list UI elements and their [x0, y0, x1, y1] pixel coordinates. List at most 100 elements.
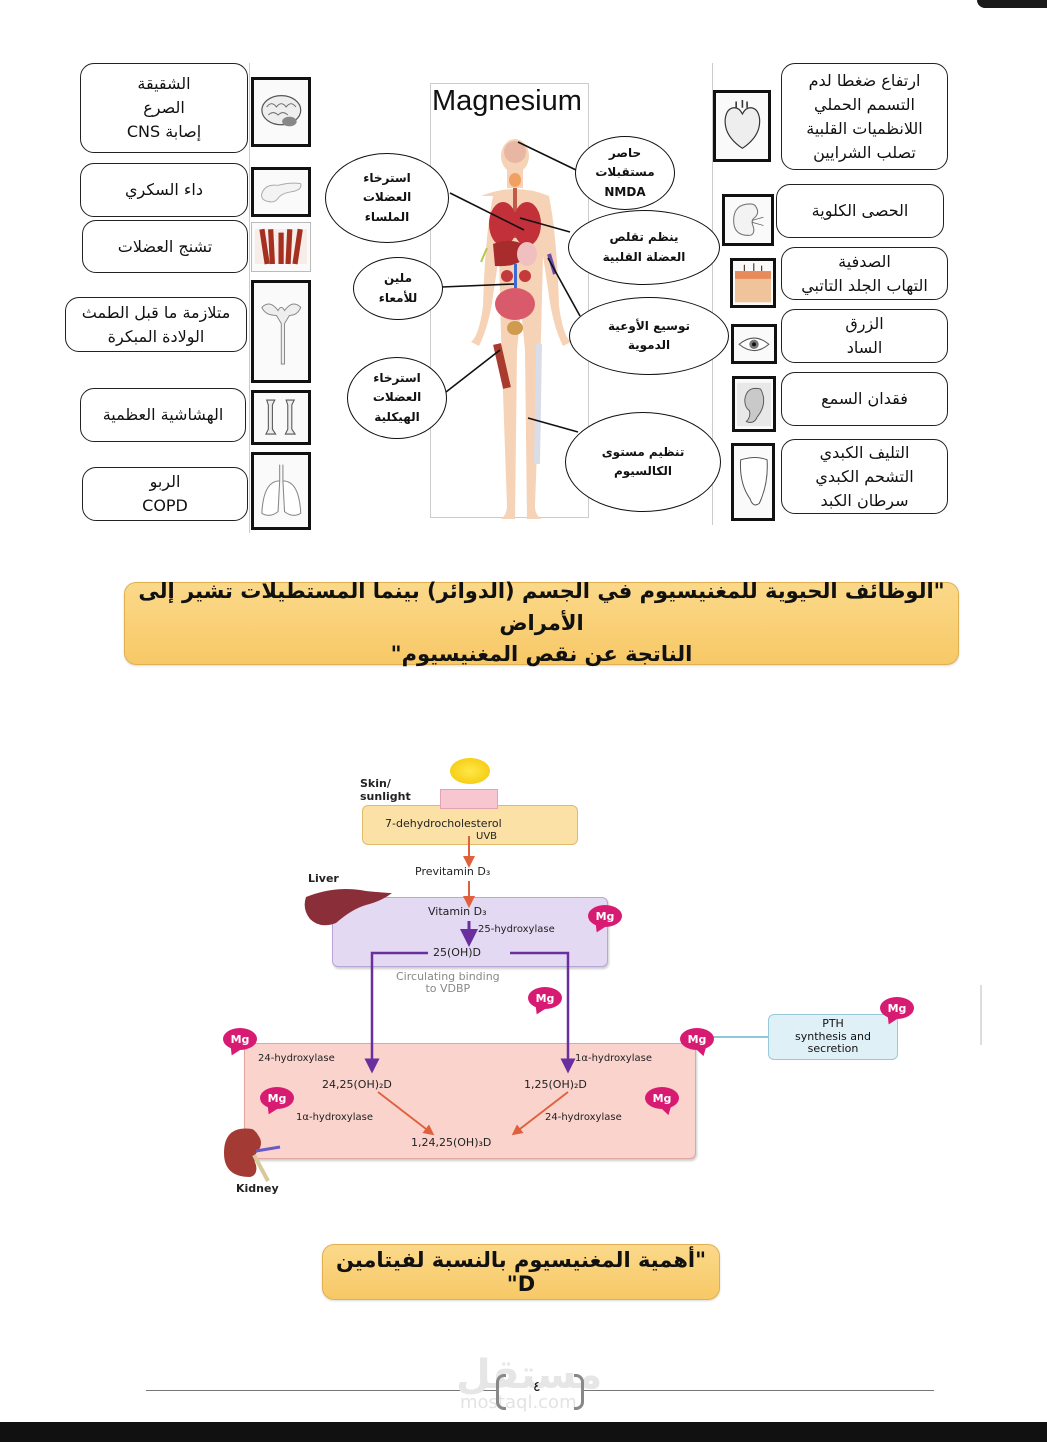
- vitamin-d3-label: Vitamin D₃: [428, 905, 487, 918]
- disease-text: الصرع: [143, 98, 185, 117]
- function-text: الكالسيوم: [613, 464, 673, 478]
- footer-line-left: [146, 1390, 496, 1391]
- skin-layer-icon: [440, 789, 498, 809]
- mg-badge: Mg: [680, 1028, 714, 1050]
- diagram-title: Magnesium: [432, 85, 582, 117]
- circulating-line: Circulating binding: [396, 970, 500, 983]
- function-text: مستقبلات: [595, 165, 655, 180]
- kidney-enzyme-label: 24-hydroxylase: [545, 1112, 622, 1123]
- function-laxative: ملين للأمعاء: [353, 257, 443, 320]
- brain-icon: [251, 77, 311, 147]
- disease-text: سرطان الكبد: [820, 490, 909, 510]
- disease-box-lungs: الربو COPD: [82, 467, 248, 521]
- mg-badge: Mg: [645, 1087, 679, 1109]
- mg-badge: Mg: [588, 905, 622, 927]
- caption-line: الناتجة عن نقص المغنيسيوم": [390, 642, 693, 667]
- skin-icon: [730, 258, 776, 308]
- disease-text: التشحم الكبدي: [815, 466, 914, 486]
- disease-box-brain: الشقيقة الصرع إصابة CNS: [80, 63, 248, 153]
- product-1-25-label: 1,25(OH)₂D: [524, 1078, 587, 1091]
- function-text: الهيكلية: [374, 409, 420, 424]
- pth-line: PTH: [822, 1017, 844, 1031]
- human-body-panel: [430, 83, 589, 520]
- skin-label-line: sunlight: [360, 790, 411, 804]
- dehydrocholesterol-label: 7-dehydrocholesterol: [385, 817, 502, 830]
- disease-text: الشقيقة: [137, 74, 191, 93]
- skin-label-line: Skin/: [360, 777, 391, 790]
- disease-text: الهشاشية العظمية: [102, 405, 224, 424]
- disease-text: التسمم الحملي: [814, 94, 915, 114]
- disease-text: متلازمة ما قبل الطمث: [81, 302, 231, 322]
- disease-box-ear: فقدان السمع: [781, 372, 948, 426]
- bottom-bar: [0, 1422, 1047, 1442]
- function-nmda: حاصر مستقبلات NMDA: [575, 136, 675, 210]
- function-smooth-muscle: استرخاء العضلات الملساء: [325, 153, 449, 243]
- function-text: العضلات: [372, 390, 422, 405]
- left-strip-divider: [249, 63, 250, 533]
- pth-box: PTH synthesis and secretion: [768, 1014, 898, 1060]
- caption-vitamin-d: "أهمية المغنيسيوم بالنسبة لفيتامين D": [322, 1244, 720, 1300]
- edge-divider: [980, 985, 982, 1045]
- disease-text: COPD: [142, 496, 188, 515]
- function-text: الملساء: [364, 209, 410, 224]
- kidney-enzyme-label: 1α-hydroxylase: [575, 1053, 652, 1064]
- disease-box-uterus: متلازمة ما قبل الطمث الولادة المبكرة: [65, 297, 247, 352]
- function-text: الدموية: [627, 338, 671, 352]
- connector-lines: [441, 141, 581, 433]
- kidney-enzyme-label: 1α-hydroxylase: [296, 1112, 373, 1123]
- kidney-organ-icon: [224, 1128, 281, 1182]
- caption-line: "أهمية المغنيسيوم بالنسبة لفيتامين D": [335, 1248, 707, 1296]
- disease-box-skin: الصدفية التهاب الجلد التاتبي: [781, 247, 948, 300]
- mg-badge: Mg: [260, 1087, 294, 1109]
- disease-text: الحصى الكلوية: [811, 201, 909, 220]
- heart-icon: [713, 90, 771, 162]
- function-text: ملين: [383, 271, 413, 286]
- bones-icon: [251, 390, 311, 445]
- function-text: حاصر: [608, 146, 642, 161]
- disease-text: الربو: [149, 472, 181, 491]
- 25ohd-label: 25(OH)D: [433, 946, 481, 959]
- caption-line: "الوظائف الحيوية للمغنيسيوم في الجسم (ال…: [138, 579, 945, 635]
- liver-organ-icon: [304, 889, 392, 926]
- watermark-text: mostaql.com: [460, 1392, 577, 1413]
- skin-label: Skin/ sunlight: [360, 777, 411, 803]
- lungs-icon: [251, 452, 311, 530]
- disease-text: الولادة المبكرة: [107, 326, 205, 346]
- disease-text: اللانظميات القلبية: [806, 118, 923, 138]
- disease-text: الزرق: [845, 314, 884, 333]
- uterus-icon: [251, 280, 311, 383]
- page-number: ٤: [533, 1379, 541, 1395]
- right-strip-divider: [712, 63, 713, 525]
- previtamin-label: Previtamin D₃: [415, 865, 491, 878]
- disease-text: الساد: [846, 338, 883, 357]
- function-skeletal-muscle: استرخاء العضلات الهيكلية: [347, 357, 447, 439]
- muscles-icon: [251, 222, 311, 272]
- disease-text: فقدان السمع: [821, 389, 908, 408]
- disease-box-heart: ارتفاع ضغطا لدم التسمم الحملي اللانظميات…: [781, 63, 948, 170]
- uvb-label: UVB: [476, 831, 498, 842]
- disease-box-muscles: تشنج العضلات: [82, 220, 248, 273]
- function-text: استرخاء: [363, 171, 411, 186]
- page-bracket-right: [574, 1374, 584, 1410]
- disease-text: تشنج العضلات: [117, 236, 213, 256]
- page-bracket-left: [496, 1374, 506, 1410]
- mg-badge: Mg: [223, 1028, 257, 1050]
- liver-icon: [731, 443, 775, 521]
- function-text: العضلة القلبية: [602, 249, 686, 264]
- footer-line-right: [584, 1390, 934, 1391]
- disease-text: داء السكري: [125, 180, 203, 199]
- disease-text: الصدفية: [838, 251, 891, 271]
- corner-decoration: [977, 0, 1047, 8]
- liver-label: Liver: [308, 872, 339, 885]
- disease-box-liver: التليف الكبدي التشحم الكبدي سرطان الكبد: [781, 439, 948, 514]
- product-24-25-label: 24,25(OH)₂D: [322, 1078, 392, 1091]
- disease-text: إصابة CNS: [126, 122, 202, 141]
- ear-icon: [732, 376, 776, 432]
- pathway-arrows: [364, 836, 768, 1136]
- function-text: للأمعاء: [378, 290, 418, 305]
- disease-box-bones: الهشاشية العظمية: [80, 388, 246, 442]
- function-text: استرخاء: [373, 371, 421, 386]
- circulating-line: to VDBP: [425, 982, 471, 996]
- mg-badge: Mg: [528, 987, 562, 1009]
- pth-line: synthesis and: [795, 1029, 871, 1043]
